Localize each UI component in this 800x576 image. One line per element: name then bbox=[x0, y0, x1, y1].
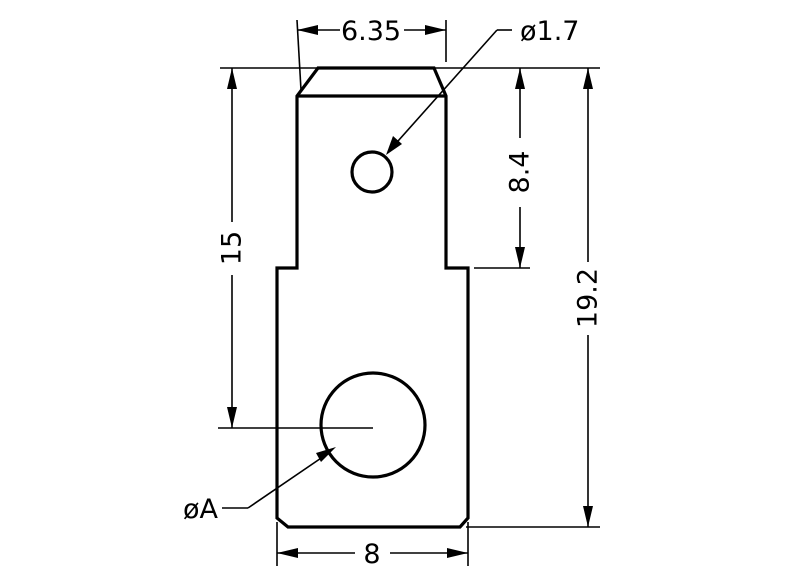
dim-large-hole-dia: øA bbox=[183, 447, 336, 525]
dim-total-height: 19.2 bbox=[573, 68, 604, 527]
dim-small-hole-dia: ø1.7 bbox=[386, 16, 579, 155]
dim-text-large-hole-dia: øA bbox=[183, 494, 219, 525]
dim-text-top-width: 6.35 bbox=[341, 16, 401, 47]
dim-top-width: 6.35 bbox=[296, 16, 447, 91]
dim-height-upper: 15 bbox=[217, 68, 373, 429]
dim-text-small-hole-dia: ø1.7 bbox=[520, 16, 579, 47]
dim-text-bottom-width: 8 bbox=[363, 539, 380, 570]
dim-hole-offset: 8.4 bbox=[474, 68, 536, 269]
dim-text-hole-offset: 8.4 bbox=[505, 151, 536, 194]
tab-outline bbox=[275, 66, 470, 529]
small-hole bbox=[350, 150, 394, 194]
large-hole bbox=[319, 371, 427, 479]
dim-text-total-height: 19.2 bbox=[573, 268, 604, 328]
dim-text-height-upper: 15 bbox=[217, 231, 248, 265]
dim-bottom-width: 8 bbox=[276, 522, 469, 570]
